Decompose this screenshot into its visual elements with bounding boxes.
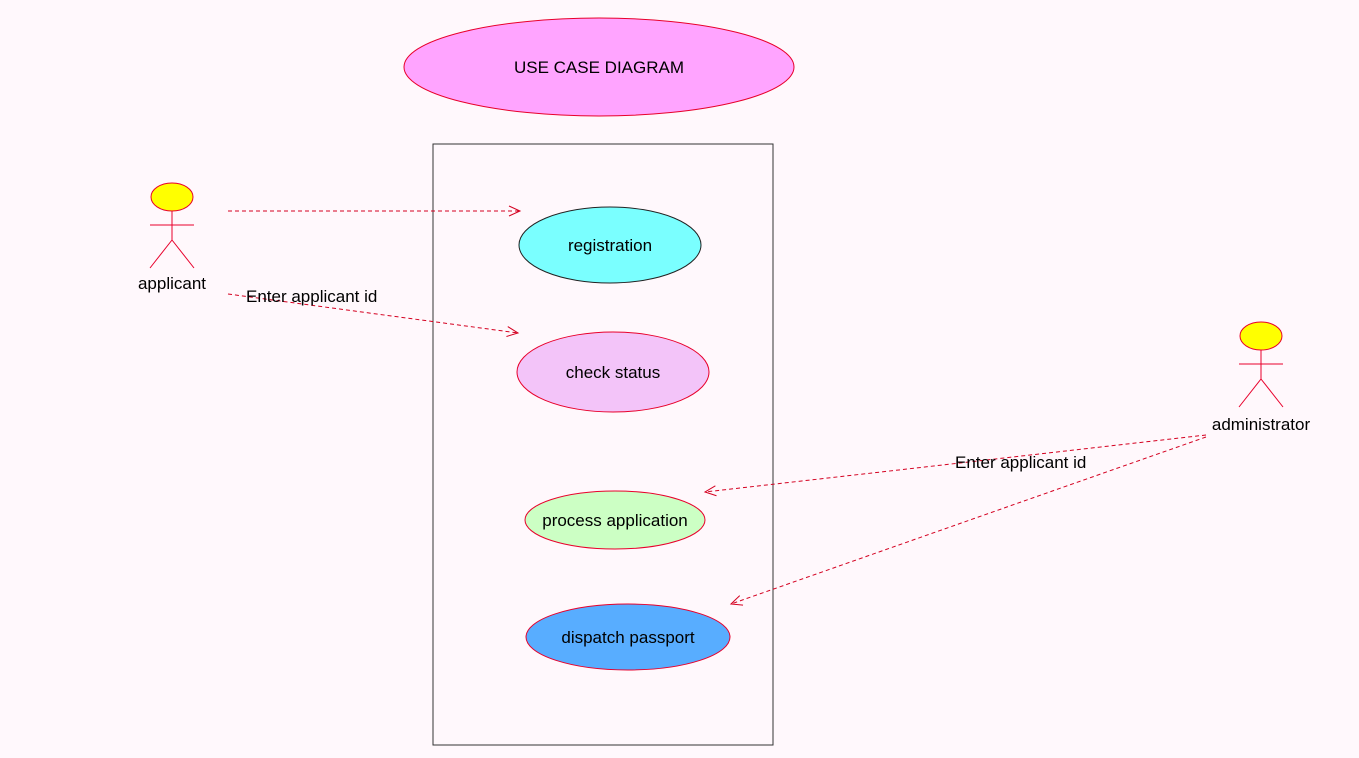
use-case-ellipse [518,206,702,284]
title-text: USE CASE DIAGRAM [514,58,684,77]
use-case-ellipse [516,331,710,413]
actor-label: applicant [138,274,206,293]
association-label: Enter applicant id [246,287,377,306]
actor-right-leg [171,239,195,269]
actor-administrator[interactable]: administrator [1212,321,1311,434]
use-case-label: process application [542,511,688,530]
title-ellipse [403,17,795,117]
use-case-label: registration [568,236,652,255]
association-line [703,434,1207,497]
actor-right-leg [1260,378,1284,408]
actor-head [1239,321,1283,351]
use-case-process-application[interactable]: process application [524,490,706,550]
use-case-registration[interactable]: registration [518,206,702,284]
system-boundary [432,143,774,746]
actor-left-leg [149,239,173,269]
association-applicant-check-status[interactable]: Enter applicant id [227,287,520,337]
actor-applicant[interactable]: applicant [138,182,206,293]
use-case-label: check status [566,363,661,382]
actor-head [150,182,194,212]
association-administrator-process-application[interactable]: Enter applicant id [703,434,1207,497]
use-case-dispatch-passport[interactable]: dispatch passport [525,603,731,671]
diagram-title: USE CASE DIAGRAM [403,17,795,117]
association-label: Enter applicant id [955,453,1086,472]
use-case-ellipse [525,603,731,671]
use-case-check-status[interactable]: check status [516,331,710,413]
use-case-label: dispatch passport [561,628,695,647]
actor-label: administrator [1212,415,1311,434]
actor-left-leg [1238,378,1262,408]
use-case-ellipse [524,490,706,550]
